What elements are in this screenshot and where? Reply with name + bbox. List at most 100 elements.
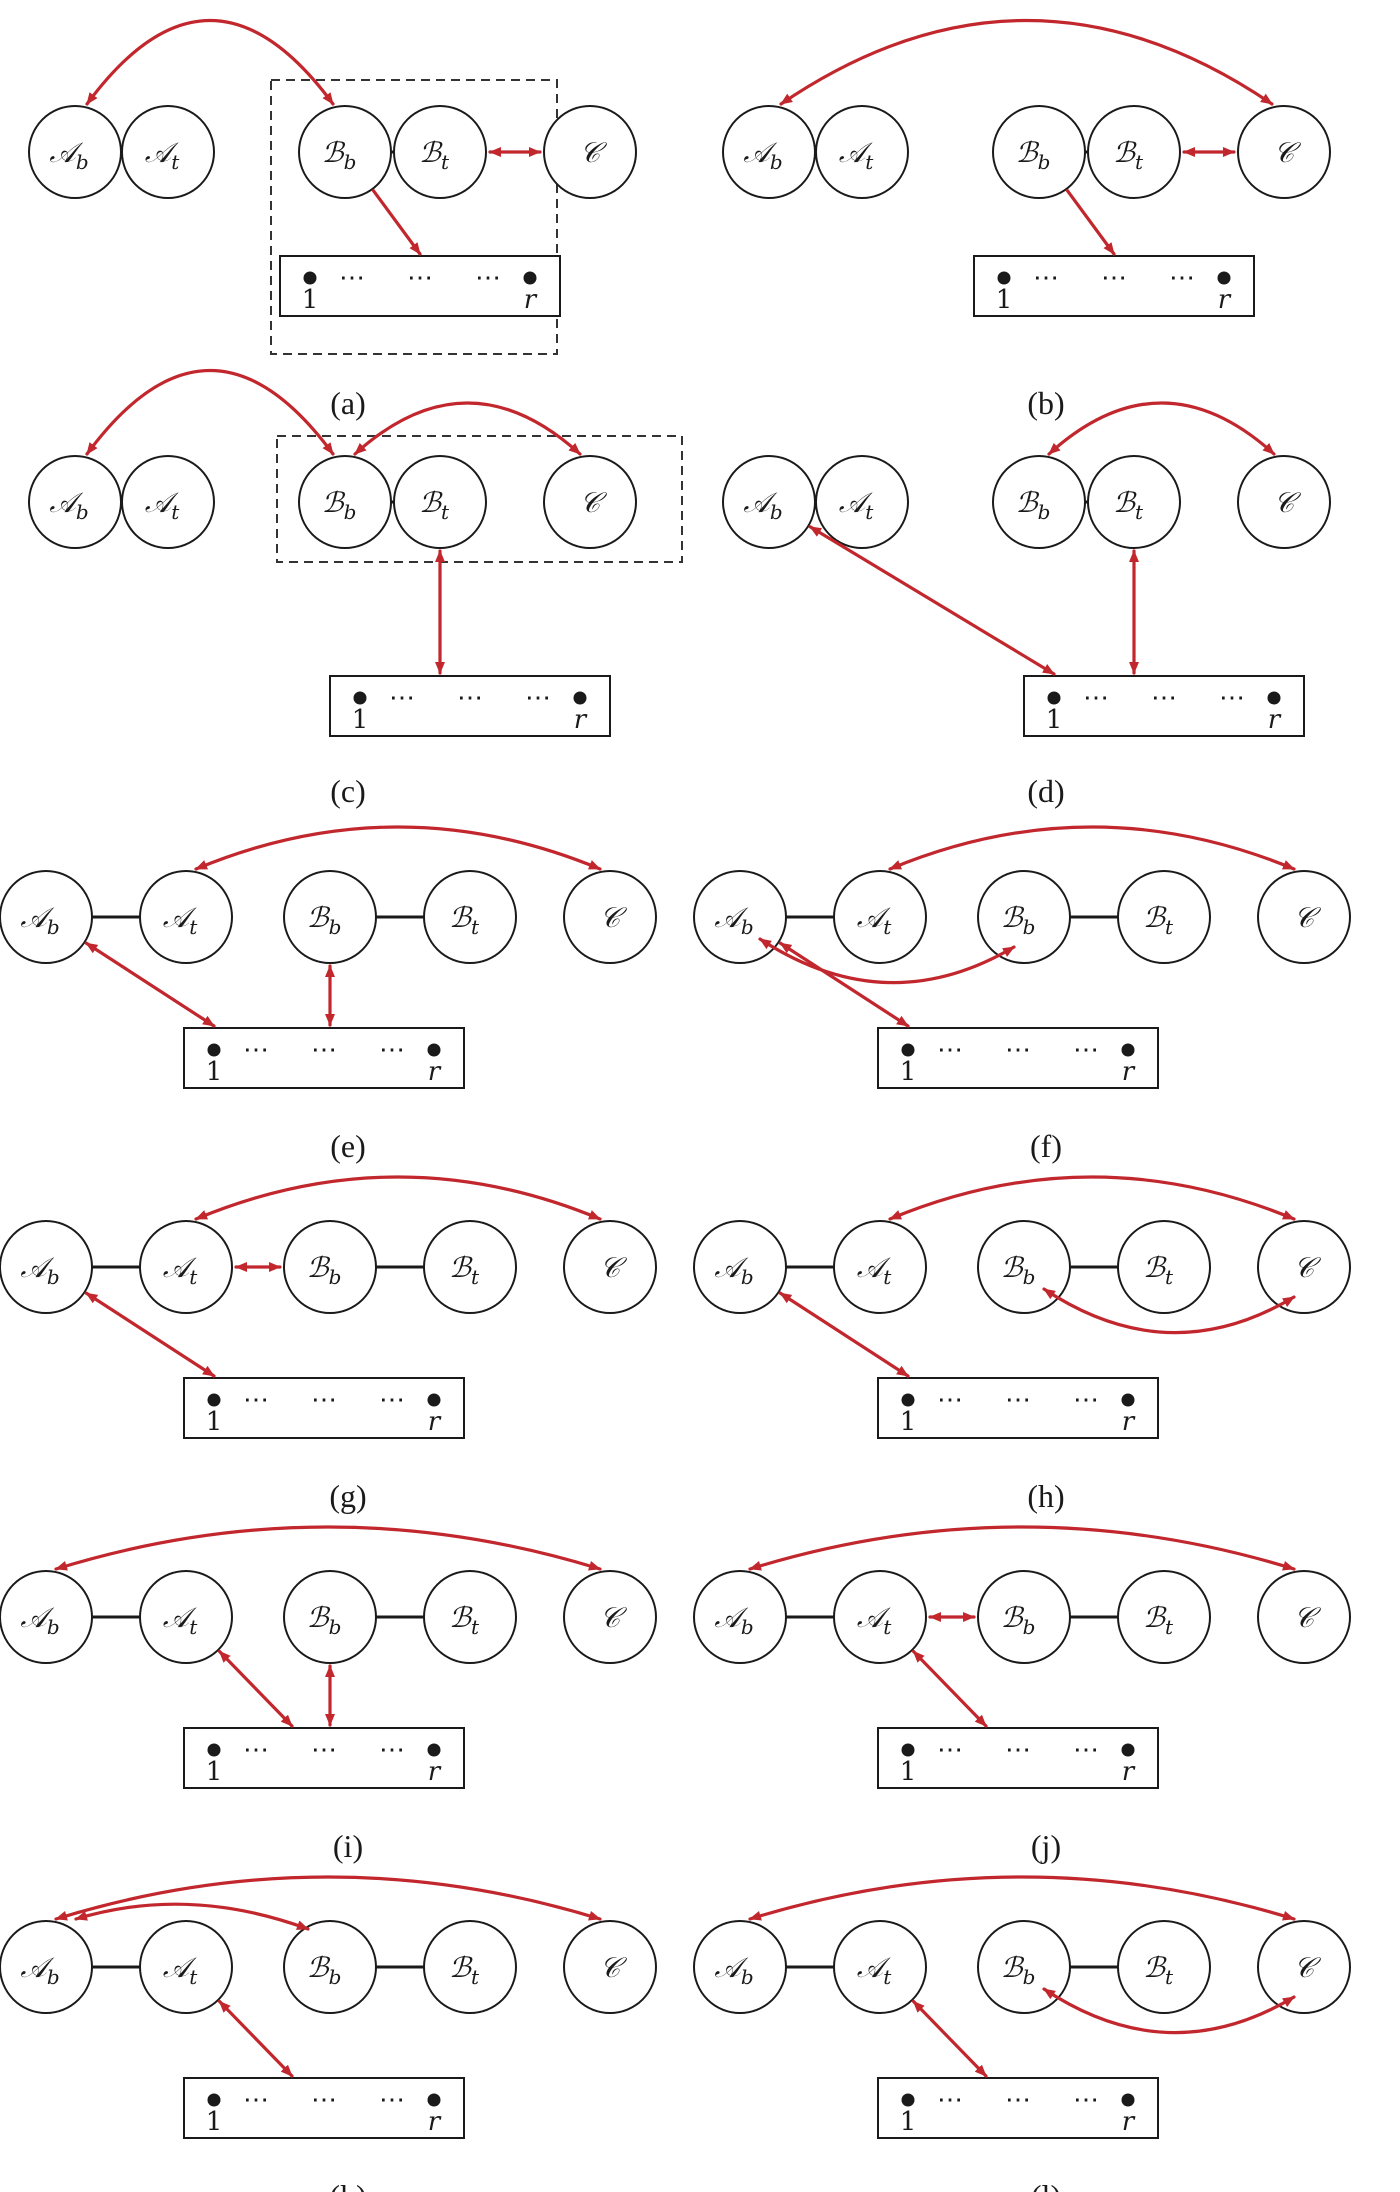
interaction-arrow-1 [85, 19, 335, 106]
agent-ellipsis-3: ⋯ [1219, 683, 1245, 713]
panel-caption: (i) [333, 1828, 363, 1864]
agent-first-dot [901, 1043, 915, 1057]
node-circle [121, 455, 215, 549]
node-Ab: 𝒜b [0, 870, 93, 964]
node-circle [423, 870, 517, 964]
agent-first-label: 1 [900, 1057, 917, 1087]
node-C: 𝒞 [543, 455, 637, 549]
node-label: ℬt [449, 1601, 480, 1639]
node-circle [563, 1570, 657, 1664]
agent-first-dot [901, 1743, 915, 1757]
node-label: ℬb [307, 1601, 342, 1639]
interaction-arrow-2 [84, 941, 216, 1028]
node-circle [543, 455, 637, 549]
agent-ellipsis-2: ⋯ [311, 2085, 337, 2115]
node-label: ℬt [1143, 1251, 1174, 1289]
agent-ellipsis-3: ⋯ [525, 683, 551, 713]
node-label: ℬb [322, 136, 357, 174]
agent-ellipsis-2: ⋯ [1005, 1035, 1031, 1065]
node-C: 𝒞 [1257, 1920, 1351, 2014]
node-At: 𝒜t [121, 105, 215, 199]
panel-caption: (c) [330, 773, 366, 809]
panel-caption: (g) [329, 1478, 366, 1514]
node-Ab: 𝒜b [693, 1570, 787, 1664]
node-label: ℬb [307, 901, 342, 939]
agent-box-frame [183, 1377, 465, 1439]
agent-last-label: r [1122, 1407, 1136, 1437]
node-C: 𝒞 [563, 1220, 657, 1314]
agent-last-dot [427, 1743, 441, 1757]
node-circle [992, 105, 1086, 199]
panel-caption: (e) [330, 1128, 366, 1164]
node-Bt: ℬt [423, 1570, 517, 1664]
node-label: ℬb [1001, 1951, 1036, 1989]
agent-ellipsis-1: ⋯ [243, 2085, 269, 2115]
panel-caption: (d) [1027, 773, 1064, 809]
agent-ellipsis-3: ⋯ [379, 1035, 405, 1065]
agent-last-label: r [1122, 1057, 1136, 1087]
interaction-arrow-1 [85, 369, 335, 456]
interaction-arrow-1 [54, 1525, 602, 1571]
node-label: 𝒜b [20, 1251, 59, 1289]
agent-last-dot [523, 271, 537, 285]
node-circle [139, 1570, 233, 1664]
agent-ellipsis-1: ⋯ [389, 683, 415, 713]
agent-ellipsis-2: ⋯ [311, 1735, 337, 1765]
interaction-arrow-1 [888, 825, 1296, 871]
node-C: 𝒞 [1257, 1570, 1351, 1664]
agent-ellipsis-1: ⋯ [937, 1735, 963, 1765]
node-At: 𝒜t [833, 1570, 927, 1664]
node-C: 𝒞 [1257, 1220, 1351, 1314]
node-Bb: ℬb [977, 1220, 1071, 1314]
agent-first-dot [303, 271, 317, 285]
node-Ab: 𝒜b [693, 1220, 787, 1314]
agent-last-label: r [428, 1407, 442, 1437]
interaction-arrow-2 [217, 1649, 294, 1728]
node-Bt: ℬt [1117, 1570, 1211, 1664]
agent-last-dot [1121, 2093, 1135, 2107]
agent-ellipsis-1: ⋯ [243, 1735, 269, 1765]
node-Bb: ℬb [977, 1570, 1071, 1664]
node-circle [693, 1920, 787, 2014]
agent-last-label: r [428, 1757, 442, 1787]
interaction-arrow-1 [54, 1875, 602, 1921]
panel-caption: (j) [1031, 1828, 1061, 1864]
agent-ellipsis-3: ⋯ [1073, 2085, 1099, 2115]
node-label: ℬb [307, 1251, 342, 1289]
agent-ellipsis-1: ⋯ [937, 2085, 963, 2115]
node-circle [833, 1570, 927, 1664]
agent-first-dot [207, 2093, 221, 2107]
node-circle [393, 105, 487, 199]
node-label: ℬt [419, 486, 450, 524]
agent-first-dot [997, 271, 1011, 285]
agent-ellipsis-1: ⋯ [339, 263, 365, 293]
panel-caption: (k) [329, 2178, 366, 2192]
node-circle [1237, 455, 1331, 549]
agent-last-label: r [1218, 285, 1232, 315]
node-Bb: ℬb [283, 1220, 377, 1314]
node-Ab: 𝒜b [693, 870, 787, 964]
node-At: 𝒜t [139, 1220, 233, 1314]
agent-ellipsis-2: ⋯ [1005, 1385, 1031, 1415]
node-Bb: ℬb [992, 105, 1086, 199]
agent-first-label: 1 [900, 2107, 917, 2137]
node-label: ℬb [1001, 1601, 1036, 1639]
node-circle [1237, 105, 1331, 199]
node-At: 𝒜t [833, 1920, 927, 2014]
agent-first-dot [353, 691, 367, 705]
interaction-arrow-2 [1042, 1287, 1296, 1335]
agent-first-label: 1 [302, 285, 319, 315]
node-circle [423, 1920, 517, 2014]
node-circle [1087, 105, 1181, 199]
agent-first-label: 1 [1046, 705, 1063, 735]
